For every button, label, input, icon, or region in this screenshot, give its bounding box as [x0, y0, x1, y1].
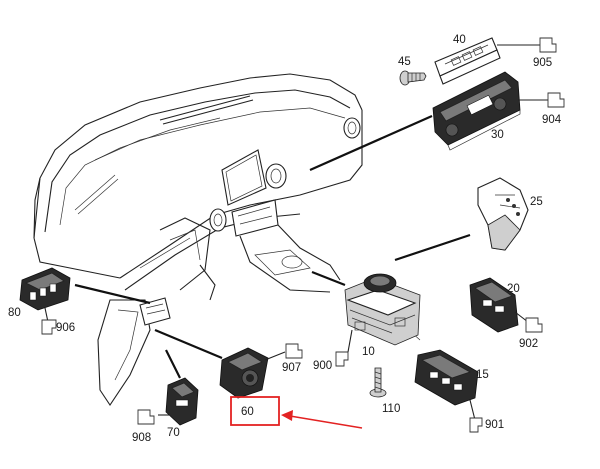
label-908: 908 [132, 432, 151, 444]
leader-lines [74, 114, 471, 379]
label-15: 15 [476, 369, 489, 381]
label-20: 20 [507, 283, 520, 295]
highlight-box [230, 396, 280, 426]
connector-905 [539, 37, 557, 53]
label-900: 900 [313, 360, 332, 372]
connector-906 [41, 319, 57, 335]
part-30-climate-control-panel [432, 71, 548, 151]
connector-904 [547, 92, 565, 108]
part-110-screw [369, 367, 387, 398]
label-902: 902 [519, 338, 538, 350]
label-10: 10 [362, 346, 375, 358]
label-80: 80 [8, 307, 21, 319]
label-25: 25 [530, 196, 543, 208]
connector-901 [469, 417, 483, 433]
connector-907 [285, 343, 303, 359]
part-15-switch-panel [414, 349, 479, 421]
highlight-arrowhead [281, 410, 293, 421]
part-70-switch-module [158, 377, 199, 426]
label-110: 110 [382, 403, 400, 415]
part-25-gear-selector [477, 177, 529, 251]
label-70: 70 [167, 427, 180, 439]
label-45: 45 [398, 56, 411, 68]
highlight-callout [230, 396, 363, 429]
label-907: 907 [282, 362, 301, 374]
dashboard-outline [33, 73, 363, 406]
part-45-screw [399, 70, 427, 86]
label-901: 901 [485, 419, 504, 431]
label-904: 904 [542, 114, 562, 126]
label-905: 905 [533, 57, 552, 69]
connector-902 [525, 317, 543, 333]
label-30: 30 [491, 129, 504, 141]
part-40-trim-strip [434, 37, 540, 85]
part-80-switch-module [19, 267, 71, 323]
connector-900 [335, 351, 349, 367]
part-labels: 40 905 45 904 30 25 20 902 80 906 10 900… [8, 34, 562, 444]
label-60: 60 [241, 406, 254, 418]
highlight-arrow [289, 415, 363, 429]
connector-908 [137, 409, 155, 425]
part-60-light-switch [219, 347, 286, 399]
part-20-switch-block [469, 277, 529, 333]
part-10-controller-unit [344, 273, 421, 353]
label-40: 40 [453, 34, 466, 46]
label-906: 906 [56, 322, 75, 334]
